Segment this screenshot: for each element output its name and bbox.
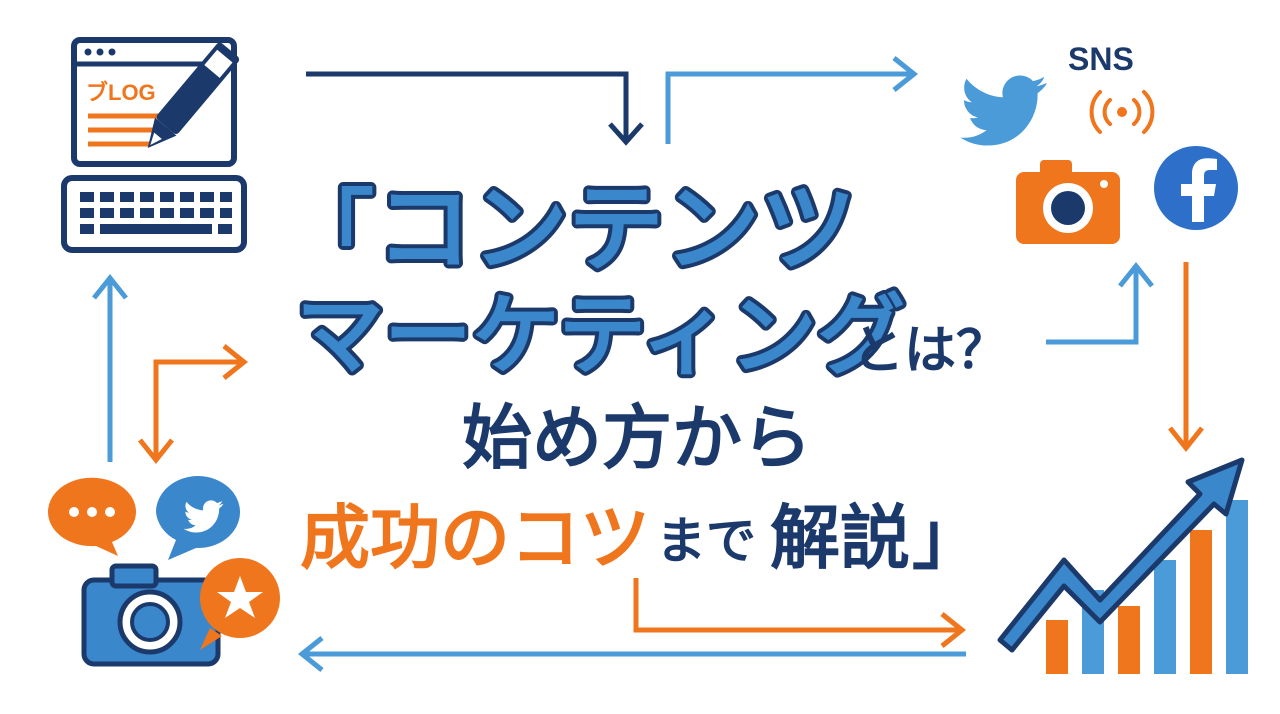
sns-label: SNS — [1068, 41, 1134, 77]
growth-chart-icon — [997, 457, 1248, 674]
title-line-3: 始め方から — [462, 397, 812, 479]
star-bubble-icon — [200, 558, 280, 650]
twitter-bubble-icon — [156, 476, 240, 560]
title: 「 コンテンツ マーケティング とは？ 始め方から 成功のコツ まで 解説 」 — [282, 169, 1008, 579]
title-line-2-tail: とは？ — [852, 321, 1008, 381]
arrow-blog-to-title — [306, 71, 629, 140]
camera-outline-icon — [81, 563, 221, 667]
arrow-title-to-sns — [665, 71, 910, 144]
title-line-1: コンテンツ — [376, 173, 856, 285]
twitter-bird-icon — [960, 75, 1047, 146]
arrow-title-to-facebook — [1046, 270, 1139, 345]
title-close-bracket: 」 — [912, 497, 982, 579]
chat-bubble-icon — [47, 477, 136, 556]
arrow-two-way — [153, 359, 240, 456]
facebook-icon — [1154, 146, 1238, 230]
arrow-title-to-chart — [633, 578, 958, 633]
broadcast-icon — [1089, 90, 1155, 134]
title-open-bracket: 「 — [286, 180, 374, 283]
title-line-2-main: マーケティング — [296, 284, 905, 387]
pen-icon — [147, 42, 240, 149]
blog-label: ブLOG — [86, 80, 156, 105]
title-line-4-tail: 解説 — [770, 497, 910, 579]
keyboard-icon — [61, 175, 247, 253]
camera-icon — [1016, 160, 1120, 244]
title-line-4-mid: まで — [656, 512, 756, 570]
title-line-4-orange: 成功のコツ — [300, 497, 650, 579]
